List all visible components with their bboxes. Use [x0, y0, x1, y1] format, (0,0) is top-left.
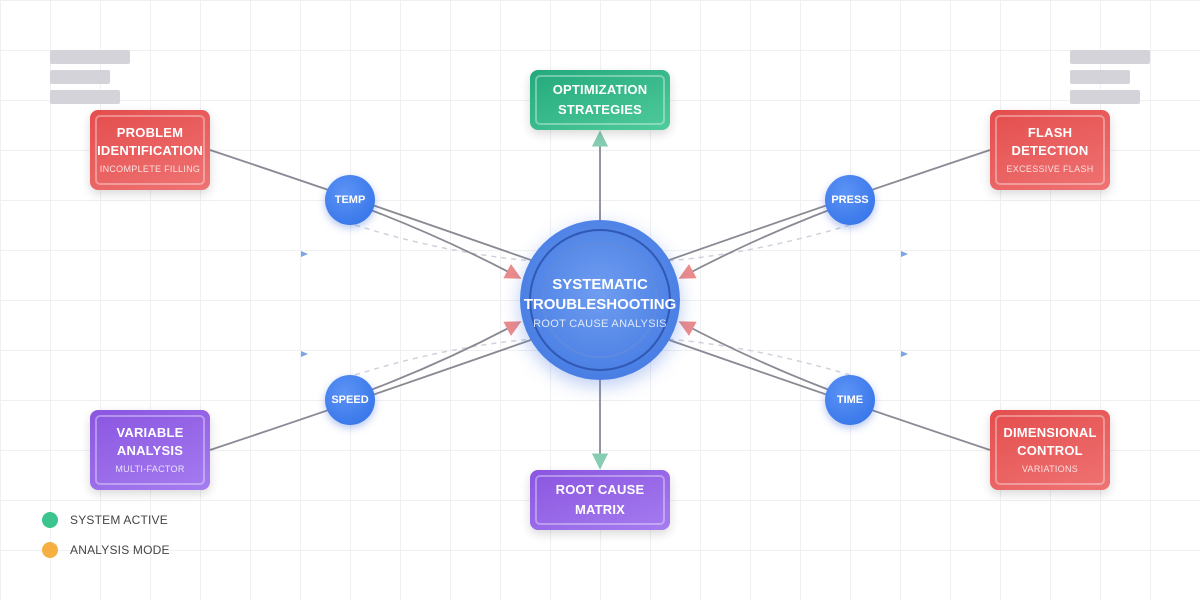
placeholder-bar [1070, 50, 1150, 64]
problem-identification-box[interactable]: PROBLEM IDENTIFICATION INCOMPLETE FILLIN… [90, 110, 210, 190]
flow-indicator-left-bottom [301, 351, 308, 357]
param-time-node[interactable]: TIME [825, 375, 875, 425]
placeholder-bar [50, 50, 130, 64]
param-temp-node[interactable]: TEMP [325, 175, 375, 225]
hub-outer-ring [529, 229, 671, 371]
box-title: PROBLEM [116, 125, 184, 140]
box-title: DIMENSIONAL [1003, 425, 1097, 440]
placeholder-bar [50, 70, 110, 84]
analysis-mode-dot-icon [42, 542, 58, 558]
box-title: DETECTION [1011, 143, 1089, 158]
hub-title-line: TROUBLESHOOTING [523, 296, 677, 313]
optimization-strategies-box[interactable]: OPTIMIZATION STRATEGIES [530, 70, 670, 130]
placeholder-bar [50, 90, 120, 104]
box-title: IDENTIFICATION [97, 143, 203, 158]
flow-indicator-right-top [901, 251, 908, 257]
legend-analysis-mode: ANALYSIS MODE [70, 543, 170, 557]
flow-indicator-right-bottom [901, 351, 908, 357]
dashed-link-speed [354, 337, 546, 376]
hub-subtitle: ROOT CAUSE ANALYSIS [533, 318, 667, 330]
dashed-link-temp [354, 224, 546, 263]
variable-analysis-box[interactable]: VARIABLE ANALYSIS MULTI-FACTOR [90, 410, 210, 490]
hub-inner-ring [542, 242, 658, 358]
hub-title: SYSTEMATIC TROUBLESHOOTING [520, 275, 680, 315]
param-label: PRESS [831, 194, 869, 206]
link-flash-to-hub [633, 149, 991, 275]
link-variable-to-hub [209, 325, 567, 451]
param-label: TEMP [334, 194, 366, 206]
dashed-link-time [654, 337, 851, 376]
param-label: SPEED [331, 394, 369, 406]
flow-indicator-left-top [301, 251, 308, 257]
link-problem-to-hub [209, 149, 567, 275]
hub-title-line: SYSTEMATIC [552, 276, 648, 293]
param-speed-node[interactable]: SPEED [325, 375, 375, 425]
box-title: ROOT CAUSE [555, 482, 645, 497]
system-active-dot-icon [42, 512, 58, 528]
box-title: CONTROL [1017, 443, 1083, 458]
box-subtitle: VARIATIONS [1021, 464, 1079, 474]
box-title: STRATEGIES [557, 102, 643, 117]
legend-system-active: SYSTEM ACTIVE [70, 513, 168, 527]
placeholder-bar [1070, 70, 1130, 84]
box-title: ANALYSIS [116, 443, 184, 458]
box-title: FLASH [1027, 125, 1073, 140]
param-label: TIME [836, 394, 864, 406]
box-title: OPTIMIZATION [552, 82, 648, 97]
central-hub[interactable]: SYSTEMATIC TROUBLESHOOTING ROOT CAUSE AN… [520, 220, 680, 380]
box-subtitle: EXCESSIVE FLASH [1006, 164, 1094, 174]
dimensional-control-box[interactable]: DIMENSIONAL CONTROL VARIATIONS [990, 410, 1110, 490]
root-cause-matrix-box[interactable]: ROOT CAUSE MATRIX [530, 470, 670, 530]
box-subtitle: INCOMPLETE FILLING [99, 164, 201, 174]
box-title: MATRIX [574, 502, 626, 517]
dashed-link-press [654, 224, 851, 263]
param-press-node[interactable]: PRESS [825, 175, 875, 225]
placeholder-bar [1070, 90, 1140, 104]
box-title: VARIABLE [116, 425, 184, 440]
flash-detection-box[interactable]: FLASH DETECTION EXCESSIVE FLASH [990, 110, 1110, 190]
box-subtitle: MULTI-FACTOR [115, 464, 185, 474]
link-dimensional-to-hub [633, 325, 991, 451]
